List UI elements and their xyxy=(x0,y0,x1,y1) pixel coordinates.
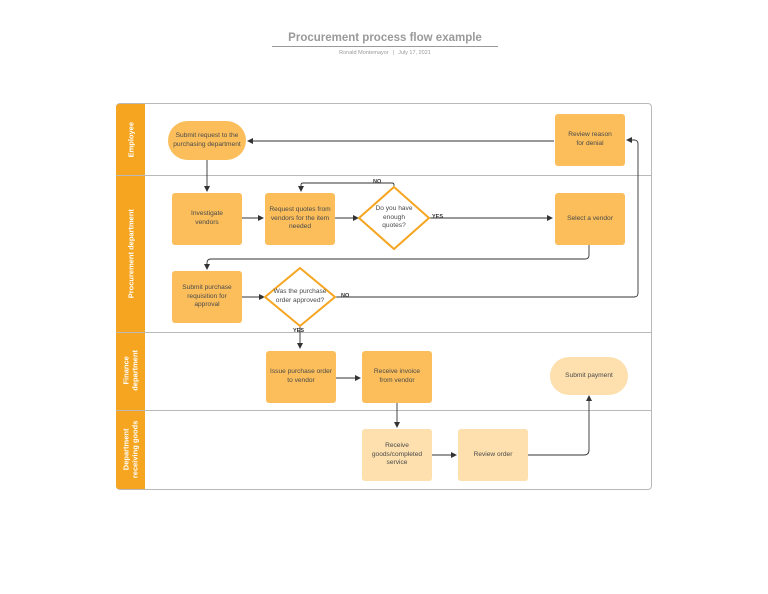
node-investigate-vendors: Investigate vendors xyxy=(172,193,242,245)
edge-label-quotes-yes: YES xyxy=(432,214,444,220)
title-underline xyxy=(272,46,498,47)
diagram-subtitle: Ronald Montemayor|July 17, 2021 xyxy=(272,50,498,56)
edge-label-approval-yes: YES xyxy=(293,328,305,334)
node-review-order: Review order xyxy=(458,429,528,481)
node-request-quotes: Request quotes from vendors for the item… xyxy=(265,193,335,245)
edge-label-quotes-no: NO xyxy=(373,179,382,185)
decision-diamond-quotes xyxy=(357,185,431,251)
subtitle-separator: | xyxy=(392,50,395,56)
node-review-reason: Review reason for denial xyxy=(555,114,625,166)
node-submit-request: Submit request to the purchasing departm… xyxy=(168,121,246,160)
lane-band-procurement xyxy=(116,176,145,332)
decision-enough-quotes: Do you have enough quotes? xyxy=(375,205,413,230)
connector-vendor-to-requisition xyxy=(204,245,590,270)
lane-divider xyxy=(116,332,652,333)
connector-approval-no xyxy=(335,137,639,298)
decision-diamond-approval xyxy=(263,266,337,328)
node-submit-payment: Submit payment xyxy=(550,357,628,395)
lane-divider xyxy=(116,410,652,411)
node-select-vendor: Select a vendor xyxy=(555,193,625,245)
diagram-title: Procurement process flow example xyxy=(288,32,482,44)
node-receive-invoice: Receive invoice from vendor xyxy=(362,351,432,403)
lane-band-finance xyxy=(116,333,145,410)
lane-divider xyxy=(116,175,652,176)
node-issue-po: Issue purchase order to vendor xyxy=(266,351,336,403)
author-name: Ronald Montemayor xyxy=(339,50,389,56)
document-date: July 17, 2021 xyxy=(398,50,431,56)
connector-review-to-payment xyxy=(528,395,592,456)
edge-label-approval-no: NO xyxy=(341,293,350,299)
lane-band-employee xyxy=(116,104,145,175)
lane-band-receiving xyxy=(116,411,145,489)
node-receive-goods: Receive goods/completed service xyxy=(362,429,432,481)
node-submit-requisition: Submit purchase requisition for approval xyxy=(172,271,242,323)
connector-quotes-no-loop xyxy=(298,182,395,192)
decision-po-approved: Was the purchase order approved? xyxy=(273,288,327,304)
